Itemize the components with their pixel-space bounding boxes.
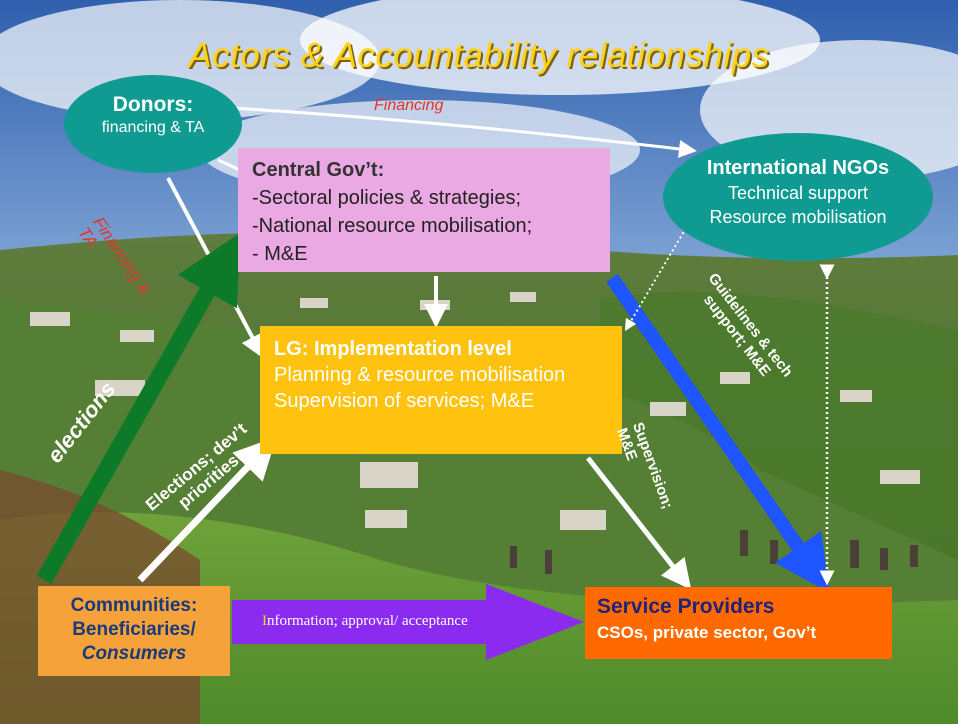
financing-arrow [231, 106, 697, 158]
information-text: nformation; approval/ acceptance [267, 613, 468, 629]
elections-priorities-arrow [137, 436, 277, 583]
donors-subtitle: financing & TA [101, 119, 205, 136]
information-label: Information; approval/ acceptance [262, 613, 468, 630]
communities-box: Communities: Beneficiaries/ Consumers [38, 586, 230, 676]
lg-implementation-box: LG: Implementation level Planning & reso… [260, 326, 622, 454]
ngo-to-lg-dotted-arrow [624, 227, 687, 332]
service-providers-title: Service Providers [597, 595, 775, 618]
information-first-letter: I [262, 613, 267, 629]
lg-title: LG: Implementation level [274, 338, 512, 360]
communities-line: Consumers [81, 643, 187, 664]
guidelines-arrow [606, 274, 830, 594]
central-gov-title: Central Gov’t: [252, 159, 385, 181]
central-gov-line: - M&E [252, 243, 308, 265]
slide-title: Actors & Accountability relationships [188, 36, 770, 75]
central-gov-line: -National resource mobilisation; [252, 215, 533, 237]
supervision-arrow [586, 456, 692, 590]
information-arrow [232, 584, 584, 660]
ngo-line: Resource mobilisation [709, 207, 887, 227]
ngo-line: Technical support [727, 183, 869, 203]
central-gov-line: -Sectoral policies & strategies; [252, 187, 522, 209]
service-providers-box: Service Providers CSOs, private sector, … [585, 587, 892, 659]
donors-node: Donors: financing & TA [64, 75, 242, 173]
donors-title: Donors: [112, 93, 194, 116]
ngo-title: International NGOs [706, 157, 890, 179]
international-ngos-node: International NGOs Technical support Res… [663, 133, 933, 261]
financing-label: Financing [374, 97, 444, 114]
communities-line: Beneficiaries/ [72, 619, 196, 640]
service-providers-subtitle: CSOs, private sector, Gov’t [597, 623, 817, 642]
communities-line: Communities: [70, 595, 198, 616]
lg-line: Planning & resource mobilisation [274, 364, 566, 386]
elections-arrow [36, 232, 241, 585]
central-gov-box: Central Gov’t: -Sectoral policies & stra… [238, 148, 610, 272]
lg-line: Supervision of services; M&E [274, 390, 535, 412]
